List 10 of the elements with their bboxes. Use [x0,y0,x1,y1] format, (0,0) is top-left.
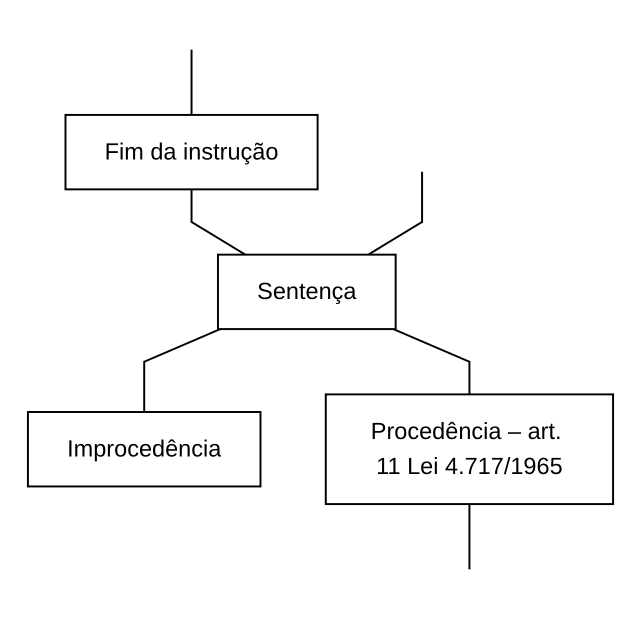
connector [468,504,470,570]
connector [190,189,246,256]
connector [393,328,470,394]
node-box: Improcedência [26,411,262,488]
node-box: Sentença [217,254,397,330]
node-box: Fim da instrução [64,114,319,190]
node-box: Procedência – art. 11 Lei 4.717/1965 [324,393,614,506]
connector [368,172,424,256]
connector [190,50,193,115]
connector [143,328,221,412]
